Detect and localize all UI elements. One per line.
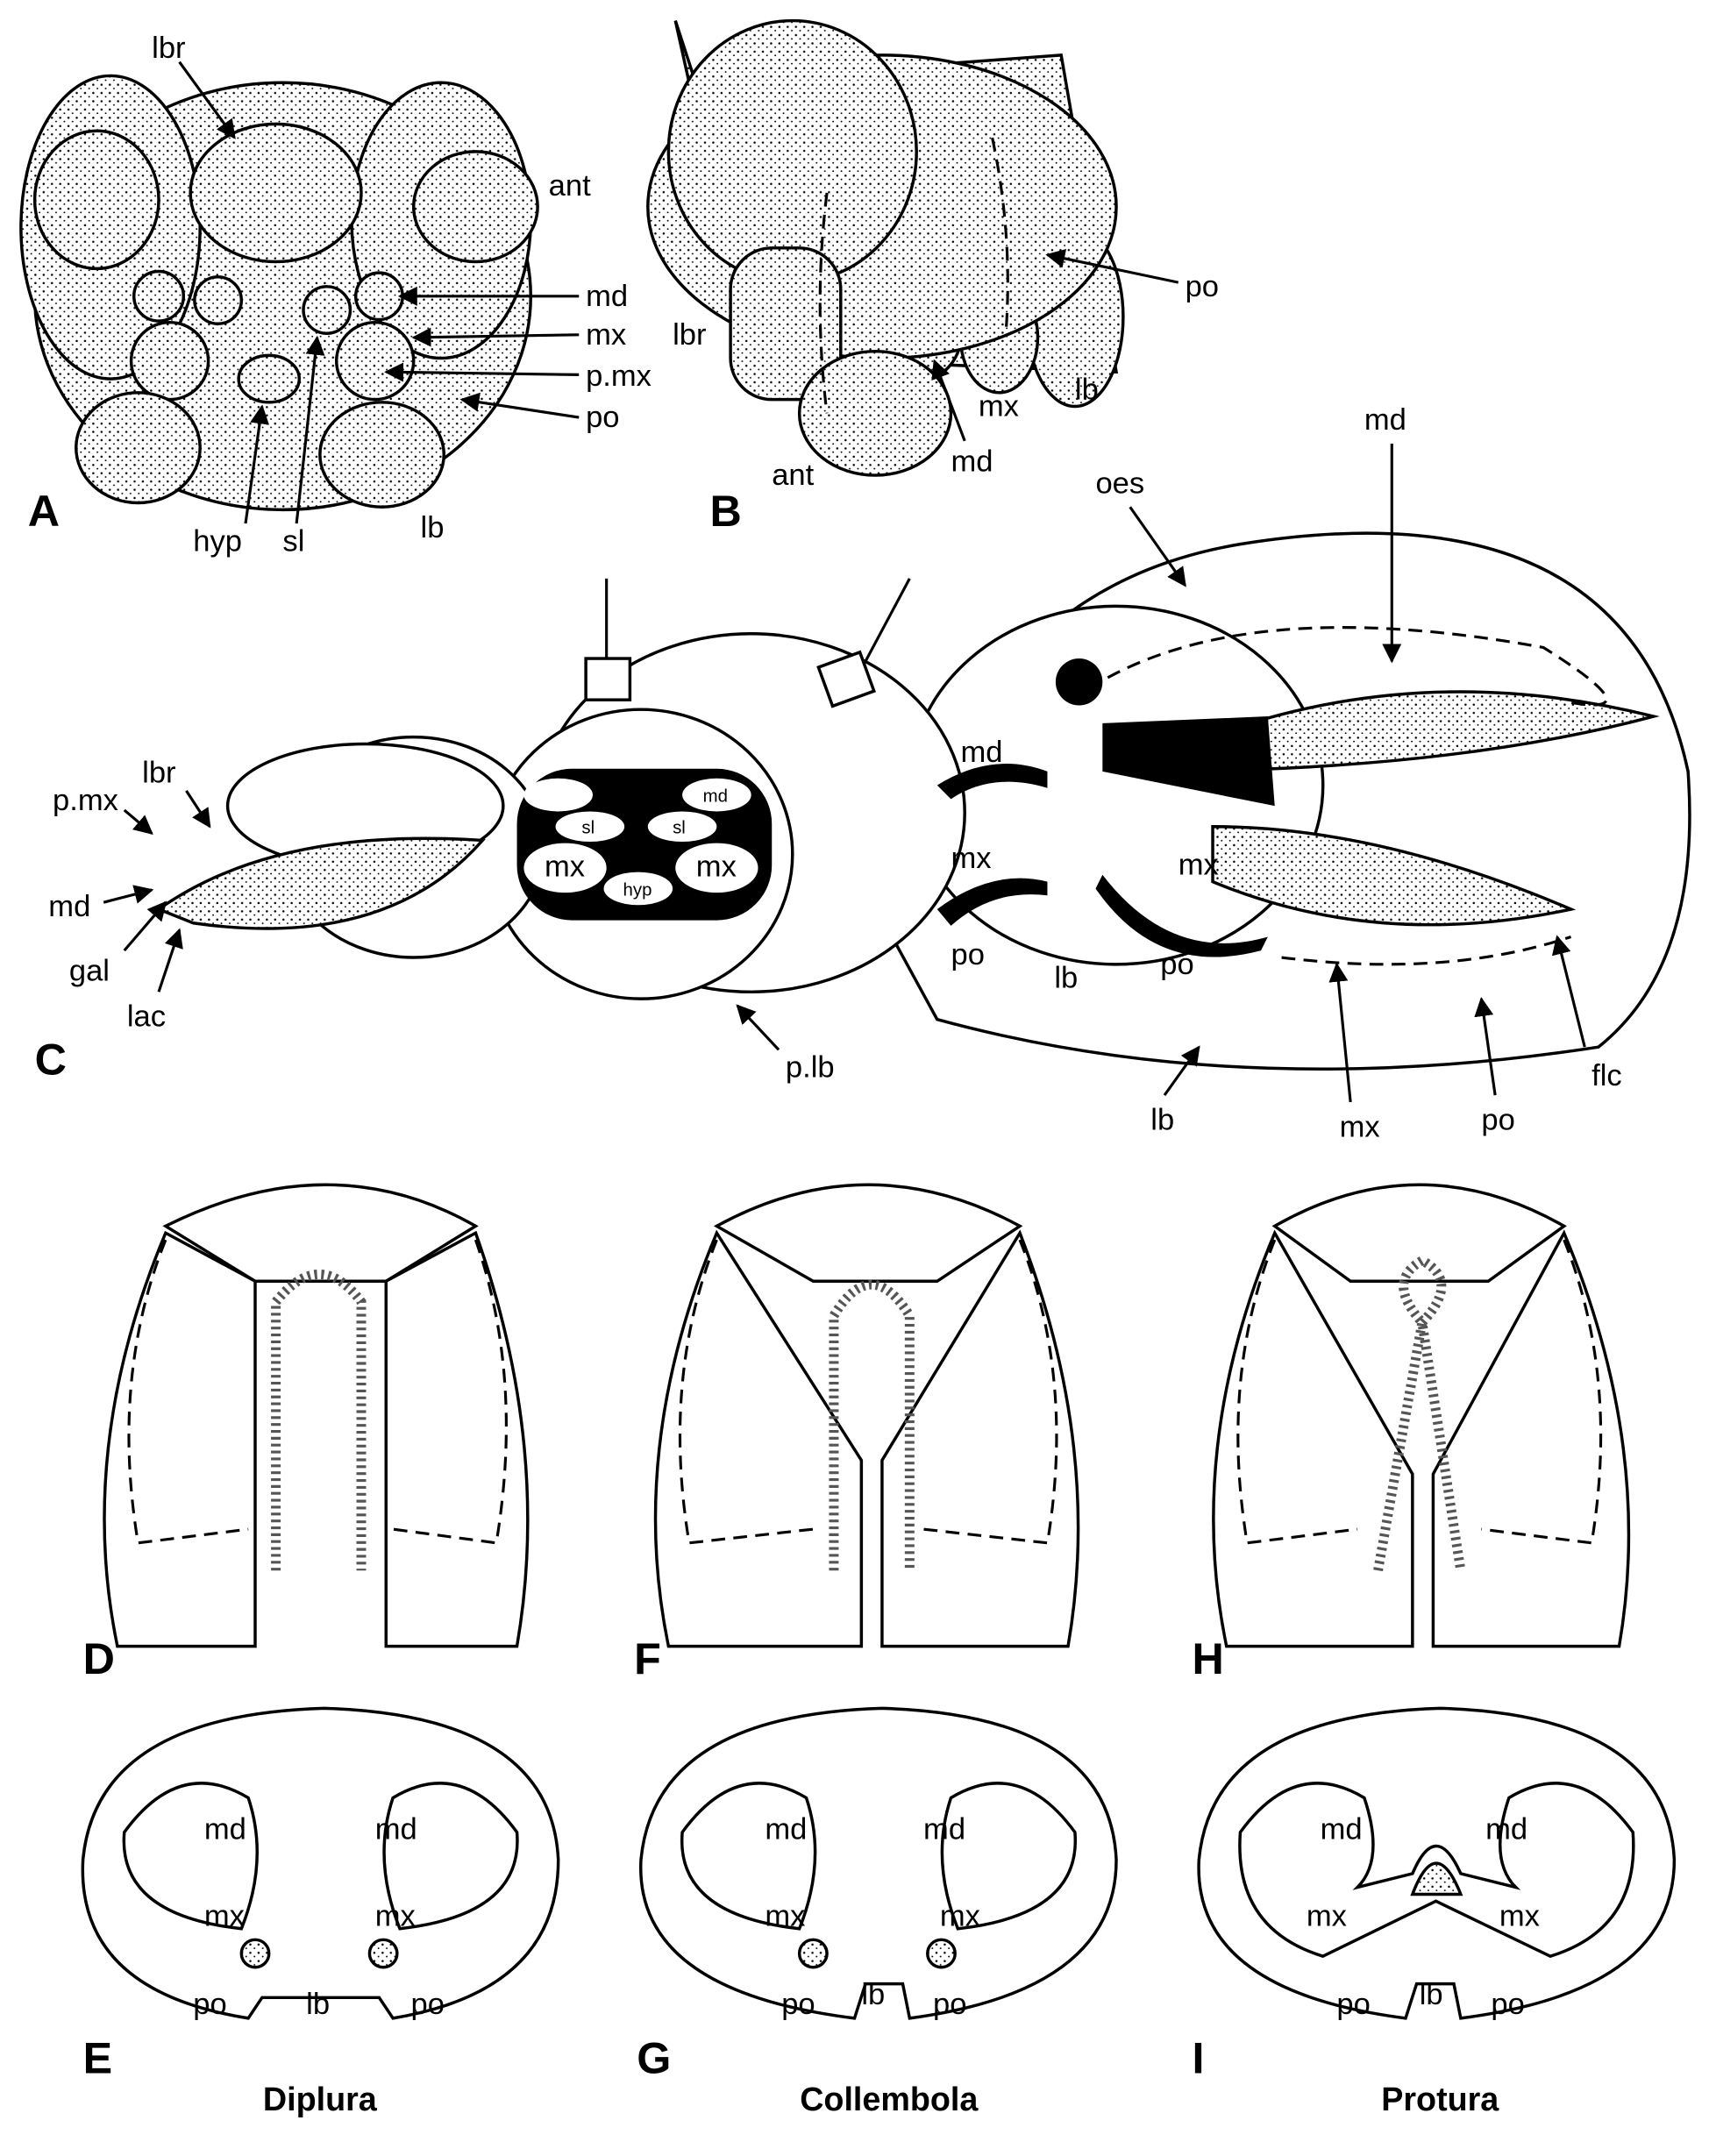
label-pmx: p.mx: [53, 784, 118, 817]
panel-letter-b: B: [710, 486, 742, 536]
label-mx-sec1: mx: [951, 842, 991, 875]
label-po2: po: [1491, 1988, 1524, 2021]
panel-i: md md mx mx po lb po I Protura: [1192, 1706, 1677, 2117]
panel-d: D: [83, 1183, 530, 1683]
taxon-label: Diplura: [263, 2081, 378, 2117]
label-po: po: [1186, 270, 1219, 303]
label-sl: sl: [282, 524, 304, 558]
label-lac: lac: [127, 1000, 166, 1034]
label-mx2: mx: [1499, 1900, 1540, 1933]
label-lb-sec: lb: [1054, 962, 1078, 995]
taxon-label: Collembola: [800, 2081, 979, 2117]
panel-letter-c: C: [35, 1035, 67, 1085]
label-po-bottom: po: [1481, 1103, 1514, 1136]
label-po1: po: [1336, 1988, 1370, 2021]
label-md-in2: md: [703, 786, 728, 806]
label-mx2: mx: [375, 1900, 416, 1933]
panel-letter-g: G: [637, 2033, 671, 2083]
label-ant: ant: [772, 459, 814, 492]
panel-h: H: [1192, 1183, 1631, 1683]
label-md2: md: [375, 1813, 417, 1846]
label-md1: md: [204, 1813, 246, 1846]
label-gal: gal: [69, 955, 110, 988]
label-po1: po: [951, 938, 984, 971]
taxon-label: Protura: [1381, 2081, 1499, 2117]
label-po2: po: [933, 1988, 966, 2021]
panel-letter-e: E: [83, 2033, 113, 2083]
label-mx1: mx: [765, 1900, 805, 1933]
label-lbr: lbr: [142, 756, 175, 789]
panel-letter-h: H: [1192, 1633, 1223, 1683]
label-sl2: sl: [673, 819, 686, 838]
panel-c: p.mx lbr md gal lac p.lb oes md md md sl…: [35, 403, 1691, 1143]
label-hyp: hyp: [193, 524, 242, 558]
label-md-in1: md: [543, 786, 567, 806]
label-po2: po: [1160, 948, 1193, 981]
label-flc: flc: [1592, 1059, 1622, 1092]
label-plb: p.lb: [786, 1051, 835, 1085]
panel-letter-f: F: [634, 1633, 661, 1683]
label-lbr: lbr: [152, 32, 185, 65]
panel-letter-i: I: [1192, 2033, 1204, 2083]
label-lbr: lbr: [673, 318, 706, 352]
label-lb: lb: [861, 1978, 885, 2011]
label-lb: lb: [306, 1988, 330, 2021]
label-sl1: sl: [581, 819, 595, 838]
label-pmx: p.mx: [586, 359, 652, 393]
label-po2: po: [411, 1988, 445, 2021]
panel-letter-a: A: [28, 486, 60, 536]
label-mx1: mx: [1307, 1900, 1347, 1933]
panel-g: md md mx mx po lb po G Collembola: [637, 1706, 1118, 2117]
label-mx-in1: mx: [545, 850, 585, 883]
label-ant: ant: [549, 169, 591, 203]
panel-b: po lbr mx lb ant md B: [646, 18, 1219, 536]
label-lb: lb: [1420, 1978, 1443, 2011]
label-lb: lb: [421, 511, 445, 544]
panel-letter-d: D: [83, 1633, 115, 1683]
label-md1: md: [765, 1813, 807, 1846]
label-mx-bottom: mx: [1340, 1110, 1380, 1143]
label-po1: po: [193, 1988, 226, 2021]
label-mx: mx: [586, 318, 626, 352]
label-lb-bottom: lb: [1150, 1103, 1174, 1136]
label-md: md: [586, 280, 628, 313]
label-mx: mx: [979, 390, 1019, 423]
label-md2: md: [1485, 1813, 1527, 1846]
label-md: md: [951, 445, 993, 478]
label-mx2: mx: [940, 1900, 980, 1933]
label-md2: md: [923, 1813, 965, 1846]
label-mx1: mx: [204, 1900, 245, 1933]
label-md-sec: md: [960, 736, 1002, 769]
panel-a: lbr ant md mx p.mx po hyp sl lb A: [19, 32, 652, 558]
label-md-top: md: [1364, 403, 1406, 437]
label-po: po: [586, 401, 619, 434]
label-md: md: [48, 890, 90, 923]
label-po1: po: [781, 1988, 815, 2021]
label-oes: oes: [1095, 467, 1144, 501]
label-mx-in2: mx: [696, 850, 737, 883]
panel-e: md md mx mx po lb po E Diplura: [81, 1706, 560, 2117]
label-hyp: hyp: [623, 880, 652, 900]
label-md1: md: [1321, 1813, 1363, 1846]
label-lb: lb: [1075, 374, 1099, 407]
label-mx-sec2: mx: [1178, 849, 1219, 882]
panel-f: F: [634, 1183, 1080, 1683]
